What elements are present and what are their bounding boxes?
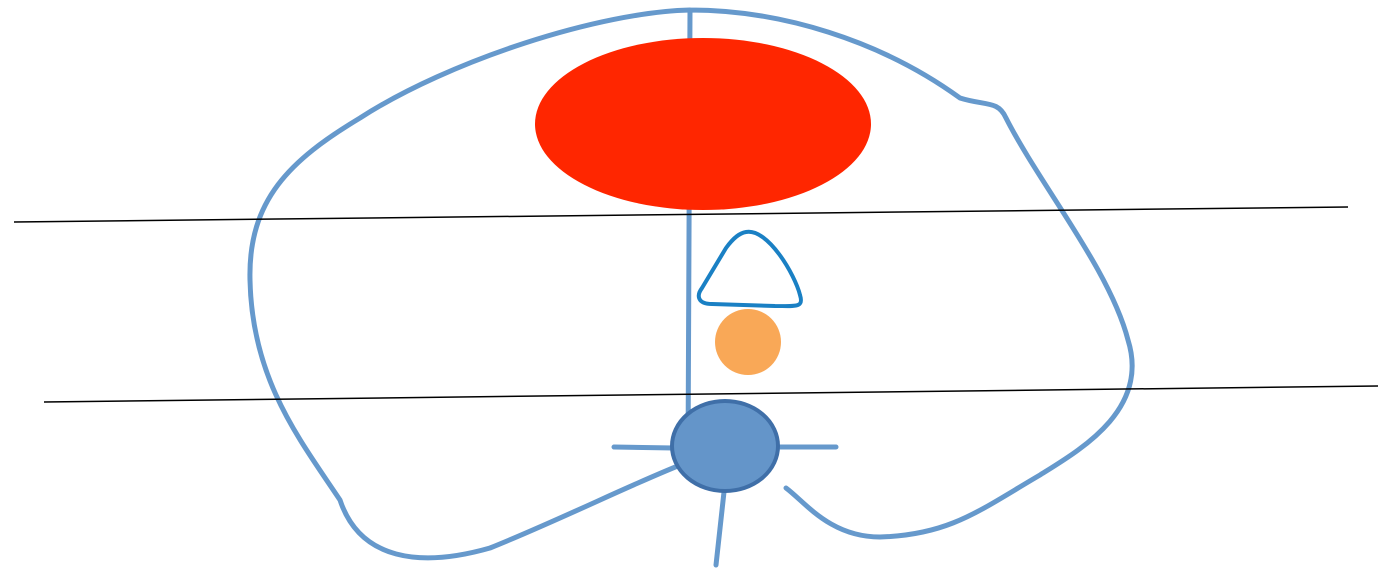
lower-horizontal-line <box>44 386 1378 402</box>
bottom-spoke-line <box>716 492 724 565</box>
blue-circle <box>672 401 778 491</box>
left-spoke-line <box>614 447 674 448</box>
triangle-outline-shape <box>699 232 801 306</box>
red-ellipse <box>535 38 871 210</box>
orange-circle <box>715 309 781 375</box>
